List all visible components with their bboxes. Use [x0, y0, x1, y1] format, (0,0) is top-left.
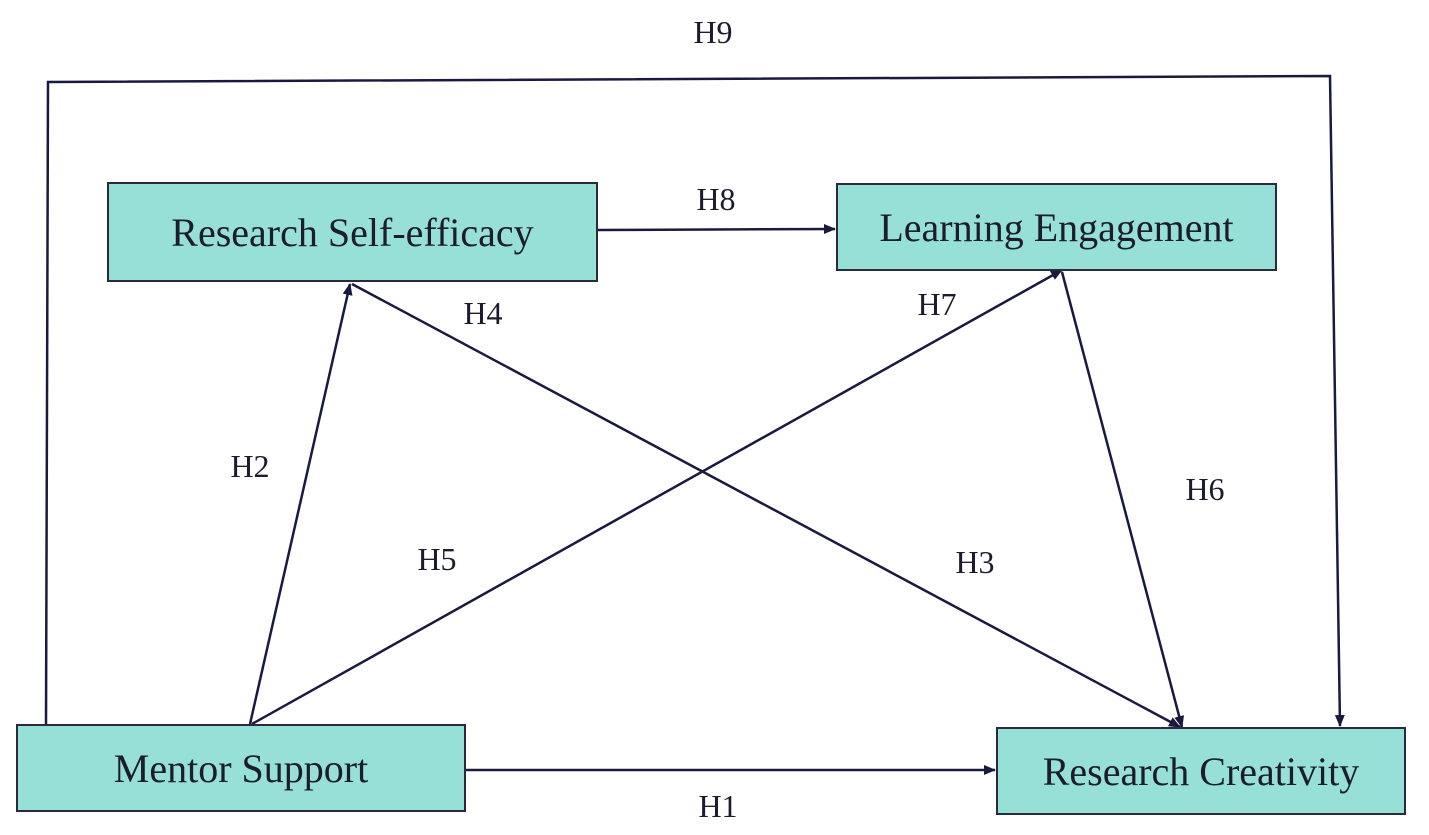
label-h7: H7	[917, 286, 957, 322]
arrow-h6	[1060, 271, 1185, 728]
label-h2: H2	[230, 448, 270, 484]
arrow-h8	[597, 224, 836, 235]
node-mentor-support: Mentor Support	[16, 724, 466, 812]
node-label: Learning Engagement	[879, 204, 1234, 250]
node-label: Research Creativity	[1042, 748, 1360, 794]
arrow-h9	[44, 74, 1345, 727]
arrow-h4-h3	[351, 282, 1181, 729]
arrow-h5-h7	[251, 268, 1063, 726]
node-label: Mentor Support	[113, 745, 369, 791]
arrow-h2	[248, 283, 353, 725]
label-h5: H5	[417, 541, 457, 577]
label-h3: H3	[955, 544, 995, 580]
label-h1: H1	[698, 788, 738, 824]
label-h4: H4	[463, 295, 503, 331]
label-h9: H9	[693, 14, 733, 50]
node-label: Research Self-efficacy	[171, 209, 534, 255]
label-h6: H6	[1185, 471, 1225, 507]
node-learning-engagement: Learning Engagement	[836, 183, 1277, 271]
node-research-creativity: Research Creativity	[996, 727, 1406, 815]
node-research-self-efficacy: Research Self-efficacy	[107, 182, 598, 282]
label-h8: H8	[696, 181, 736, 217]
